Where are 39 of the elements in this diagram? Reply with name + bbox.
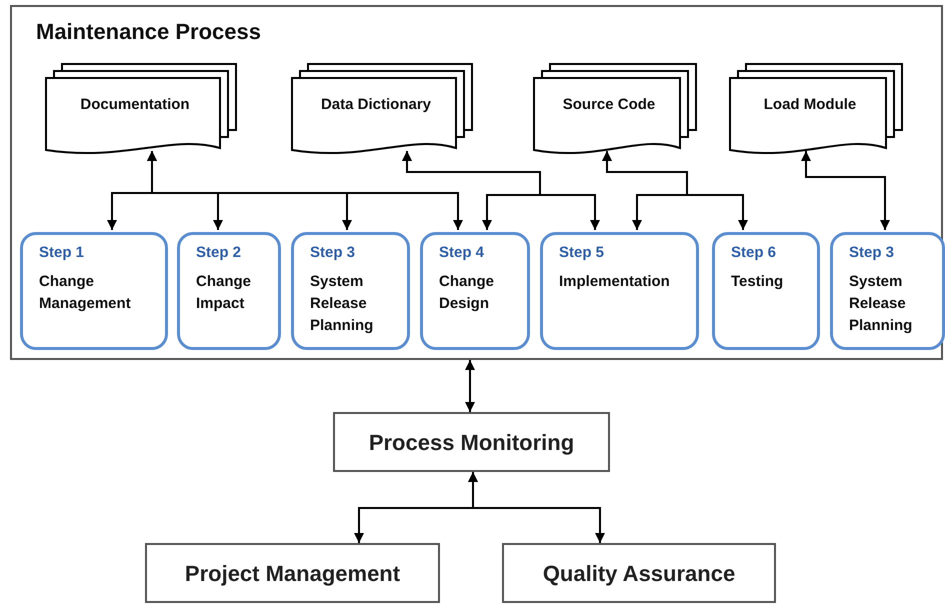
step-box (177, 232, 281, 350)
connector-arrow (465, 360, 475, 412)
document-label: Source Code (562, 95, 656, 115)
connector-arrow (602, 151, 748, 230)
connector-arrow (147, 151, 463, 230)
step-title: Implementation (559, 272, 671, 292)
step-number: Step 3 (310, 243, 356, 263)
step-box (830, 232, 945, 350)
process-box (333, 412, 610, 472)
connector-arrow (468, 472, 605, 543)
step-number: Step 1 (39, 243, 86, 263)
step-title: Change Design (439, 272, 496, 314)
step-title: Change Impact (196, 272, 252, 314)
box-label: Project Management (184, 560, 400, 588)
step-box (420, 232, 530, 350)
process-box (145, 543, 440, 603)
step-title: Testing (731, 272, 784, 292)
step-number: Step 4 (439, 243, 486, 263)
step-title: Change Management (39, 272, 132, 314)
process-container (10, 5, 943, 360)
box-label: Quality Assurance (542, 560, 736, 588)
step-box (291, 232, 410, 350)
step-title: System Release Planning (849, 272, 914, 336)
connector-arrow (801, 151, 890, 230)
document-label: Load Module (762, 95, 858, 115)
container-heading: Maintenance Process (36, 18, 261, 46)
step-title: System Release Planning (310, 272, 374, 336)
step-box (540, 232, 699, 350)
step-number: Step 5 (559, 243, 606, 263)
step-box (20, 232, 168, 350)
document-label: Documentation (79, 95, 191, 115)
document-label: Data Dictionary (320, 95, 432, 115)
step-number: Step 6 (731, 243, 778, 263)
box-label: Process Monitoring (368, 428, 574, 457)
process-box (502, 543, 776, 603)
connector-arrow (402, 151, 600, 230)
step-number: Step 2 (196, 243, 242, 263)
step-box (712, 232, 820, 350)
step-number: Step 3 (849, 243, 896, 263)
